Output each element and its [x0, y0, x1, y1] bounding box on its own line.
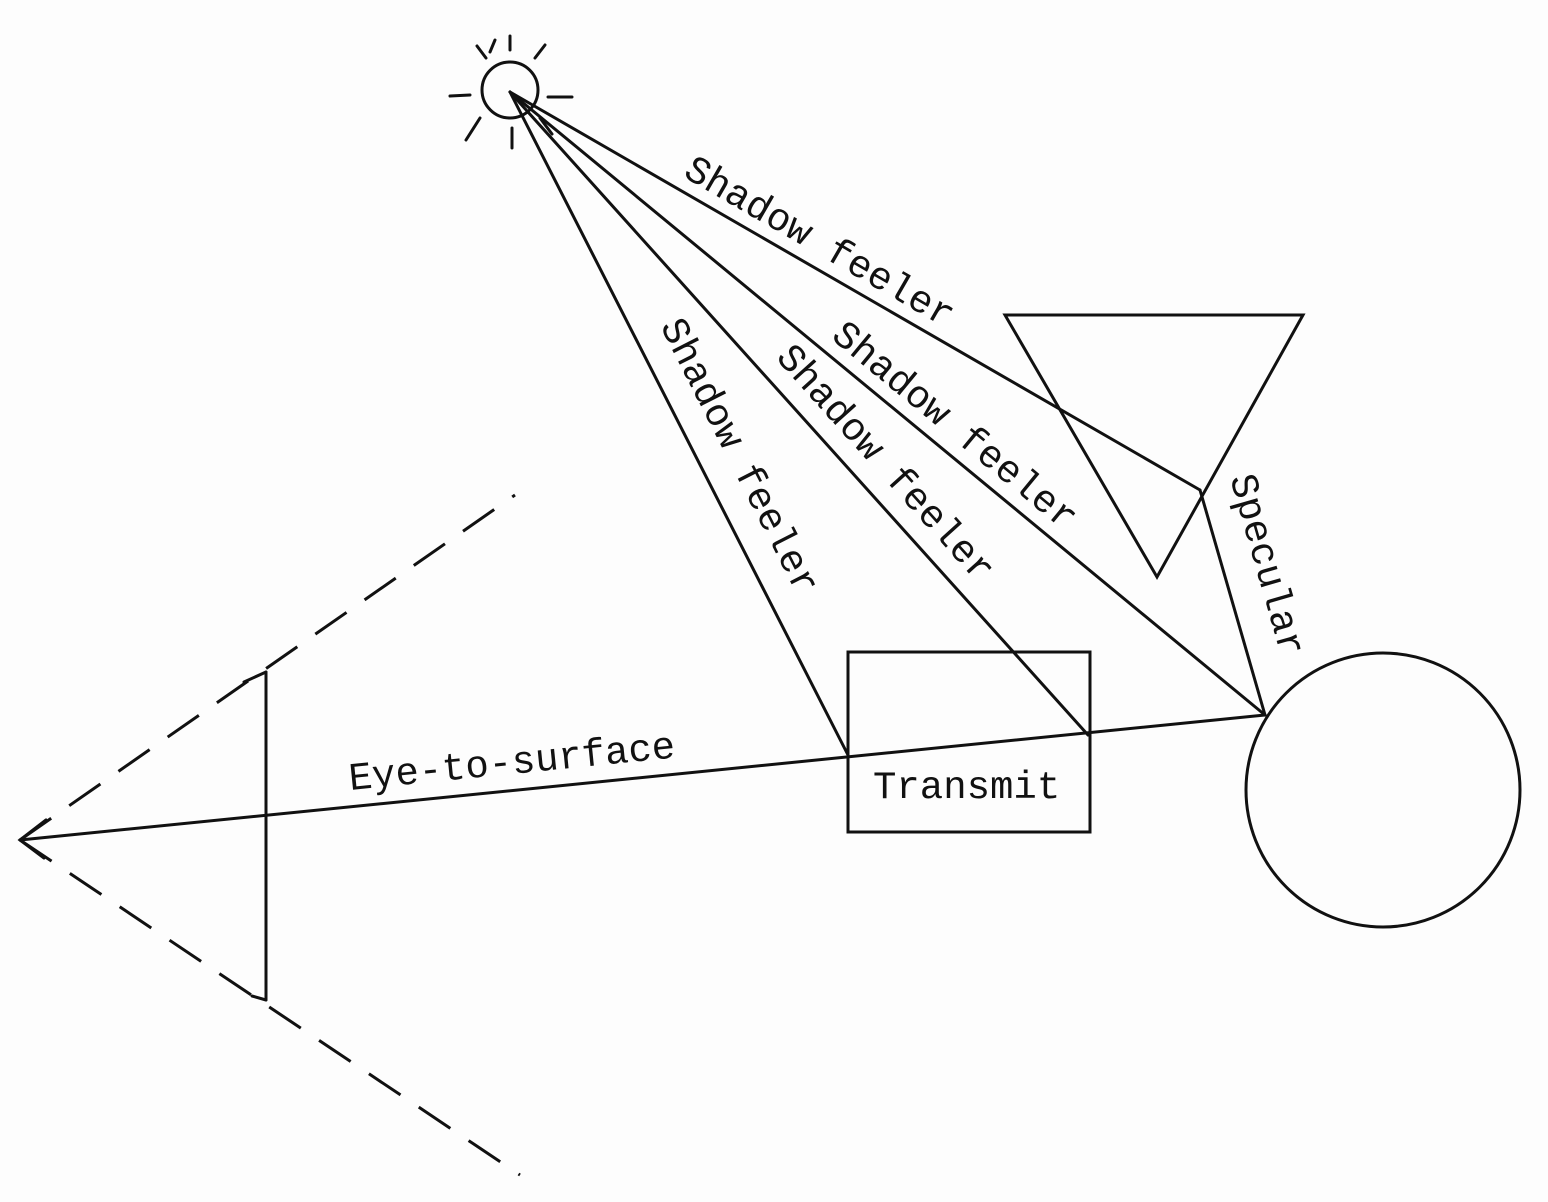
frustum-upper-edge [19, 493, 516, 842]
light-source-icon [448, 34, 574, 150]
frustum-lower-edge [19, 838, 521, 1177]
eye-to-surface-ray [18, 713, 1267, 842]
specular-ray [1198, 488, 1267, 717]
shadow-feeler-ray-3 [508, 90, 1090, 737]
triangle-object [1002, 313, 1306, 581]
shadow-feeler-ray-4 [508, 90, 850, 757]
shadow-feeler-ray-1 [508, 90, 1202, 492]
label-transmit: Transmit [873, 766, 1060, 810]
shadow-feeler-ray-2 [508, 90, 1267, 717]
box-object [846, 650, 1092, 834]
label-shadow-feeler-1: Shadow feeler [676, 148, 961, 338]
label-specular: Specular [1218, 469, 1312, 661]
image-plane [242, 670, 268, 1002]
sphere-object [1244, 651, 1522, 929]
